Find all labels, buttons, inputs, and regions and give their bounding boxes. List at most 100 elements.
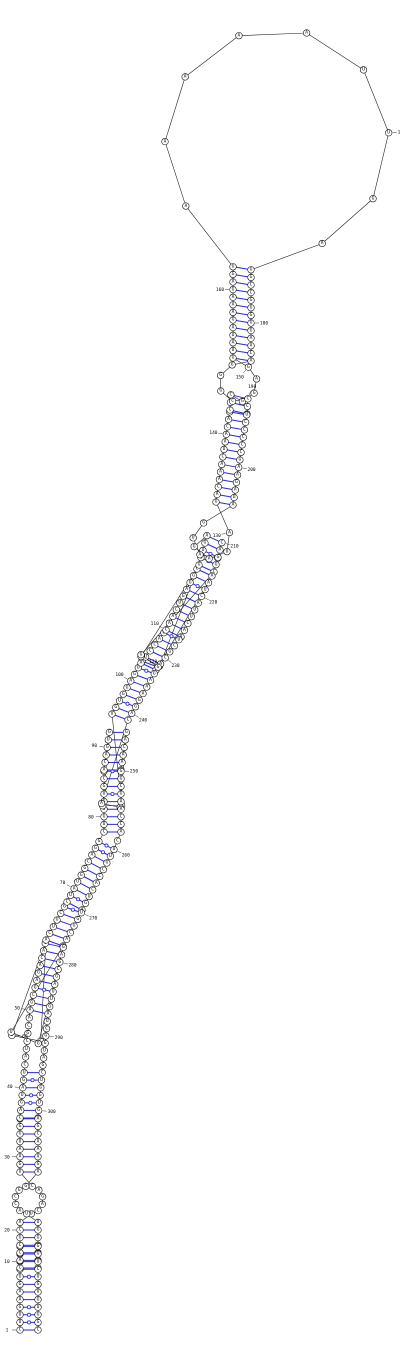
nucleotide: A — [40, 1054, 48, 1062]
nucleotide: U — [7, 1028, 15, 1036]
nucleotide-circle — [77, 909, 85, 917]
nucleotide: G — [214, 553, 222, 561]
backbone-segment — [322, 198, 374, 244]
nucleotide-circle — [214, 483, 222, 491]
nucleotide-letter: A — [237, 464, 240, 470]
nucleotide-circle — [22, 1053, 30, 1061]
nucleotide-circle — [42, 1032, 50, 1040]
nucleotide-circle — [146, 647, 154, 655]
nucleotide-circle — [137, 651, 145, 659]
nucleotide-circle — [223, 423, 232, 431]
nucleotide-letter: G — [217, 554, 220, 560]
position-label: 170 — [398, 129, 400, 135]
nucleotide: G — [16, 1280, 24, 1288]
nucleotide: U — [229, 331, 237, 339]
nucleotide-letter: A — [228, 529, 231, 535]
backbone-segment — [185, 205, 234, 267]
position-label-layer: 1102030405060708090100110120130140150160… — [4, 129, 400, 1333]
nucleotide: C — [117, 820, 125, 829]
nucleotide-letter: G — [42, 1062, 45, 1068]
nucleotide-circle — [236, 456, 244, 464]
nucleotide-letter: C — [229, 407, 232, 413]
nucleotide-letter: U — [193, 607, 196, 613]
nucleotide-letter: C — [39, 1038, 42, 1044]
nucleotide-letter: A — [53, 981, 56, 987]
nucleotide-letter: A — [35, 977, 38, 983]
nucleotide: U — [47, 995, 55, 1003]
nucleotide: A — [169, 612, 177, 621]
nucleotide-letter: C — [102, 866, 105, 872]
gu-wobble-marker — [26, 1274, 31, 1279]
nucleotide: U — [223, 548, 231, 556]
nucleotide-letter: A — [164, 138, 167, 144]
nucleotide-letter: A — [219, 469, 222, 475]
nucleotide-letter: G — [182, 593, 185, 599]
nucleotide: C — [34, 1326, 42, 1334]
nucleotide-circle — [190, 543, 198, 551]
nucleotide-circle — [229, 301, 237, 309]
nucleotide-letter: G — [241, 398, 244, 404]
nucleotide-circle — [47, 995, 55, 1003]
nucleotide-circle — [17, 1106, 25, 1115]
nucleotide-letter: G — [44, 1033, 47, 1039]
nucleotide: C — [218, 539, 226, 547]
nucleotide-letter: C — [31, 1183, 34, 1189]
nucleotide-letter: A — [65, 936, 68, 942]
nucleotide-letter: C — [19, 1265, 22, 1271]
nucleotide-letter: C — [19, 1242, 22, 1248]
nucleotide: G — [216, 371, 225, 380]
nucleotide-circle — [117, 797, 125, 806]
nucleotide-letter: U — [40, 1077, 43, 1083]
nucleotide-circle — [16, 1206, 24, 1215]
nucleotide: C — [239, 433, 247, 441]
nucleotide: G — [137, 651, 145, 659]
nucleotide: C — [16, 1226, 24, 1234]
nucleotide-circle — [31, 984, 39, 992]
nucleotide-letter: C — [48, 930, 51, 936]
nucleotide: A — [34, 1153, 42, 1161]
nucleotide-letter: G — [215, 499, 218, 505]
nucleotide-letter: A — [37, 1169, 40, 1175]
position-tick — [158, 625, 163, 629]
nucleotide-letter: C — [19, 1115, 22, 1121]
nucleotide-circle — [16, 1241, 24, 1249]
nucleotide-circle — [155, 635, 163, 643]
nucleotide-circle — [23, 1037, 31, 1045]
nucleotide-circle — [241, 418, 250, 426]
nucleotide-circle — [203, 532, 211, 540]
nucleotide-circle — [39, 1193, 47, 1201]
nucleotide-letter: A — [41, 1201, 44, 1207]
nucleotide: A — [216, 468, 225, 476]
nucleotide: G — [212, 561, 220, 569]
nucleotide-circle — [205, 555, 213, 563]
nucleotide: A — [205, 555, 213, 563]
nucleotide-letter: A — [19, 1154, 22, 1160]
position-label: 220 — [209, 600, 217, 606]
nucleotide-letter: A — [185, 586, 188, 592]
nucleotide: C — [117, 782, 125, 791]
nucleotide: G — [100, 782, 108, 791]
nucleotide: C — [237, 448, 245, 457]
nucleotide-letter: G — [168, 649, 171, 655]
position-label: 190 — [248, 384, 256, 390]
nucleotide: C — [113, 837, 122, 845]
position-label: 270 — [89, 916, 97, 922]
gu-wobble-marker — [208, 551, 213, 556]
nucleotide-circle — [240, 426, 249, 434]
nucleotide: A — [16, 1206, 24, 1215]
nucleotide-letter: A — [45, 937, 48, 943]
nucleotide-letter: U — [50, 996, 53, 1002]
nucleotide: A — [229, 324, 237, 332]
nucleotide-circle — [16, 1295, 24, 1304]
nucleotide: G — [81, 899, 90, 907]
nucleotide-letter: U — [387, 129, 390, 135]
nucleotide-circle — [119, 751, 127, 759]
nucleotide-letter: A — [184, 203, 187, 209]
nucleotide-letter: G — [126, 684, 129, 690]
nucleotide-letter: G — [215, 561, 218, 567]
nucleotide-circle — [53, 916, 61, 924]
position-tick — [84, 914, 89, 917]
nucleotide-letter: C — [200, 593, 203, 599]
nucleotide: G — [22, 1182, 30, 1190]
gu-wobble-marker — [144, 668, 149, 673]
